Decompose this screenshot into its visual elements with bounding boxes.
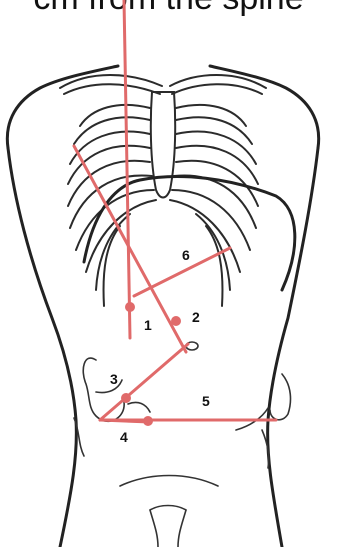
label-1: 1 (144, 317, 152, 333)
groin (120, 476, 218, 547)
label-4: 4 (120, 429, 128, 445)
label-6: 6 (182, 247, 190, 263)
label-5: 5 (202, 393, 210, 409)
incision-point-3 (121, 393, 131, 403)
right-ribs (170, 105, 258, 306)
label-3: 3 (110, 371, 118, 387)
incision-point-1 (125, 302, 135, 312)
short-connector-line (100, 420, 150, 422)
vertical-incision-line (124, 0, 130, 338)
label-2: 2 (192, 309, 200, 325)
incision-point-4 (143, 416, 153, 426)
incision-point-2 (171, 316, 181, 326)
sternum (151, 92, 175, 198)
region-numbers: 1 2 3 4 5 6 (110, 247, 210, 445)
left-ribs (68, 105, 156, 306)
incision-lines (74, 0, 276, 422)
